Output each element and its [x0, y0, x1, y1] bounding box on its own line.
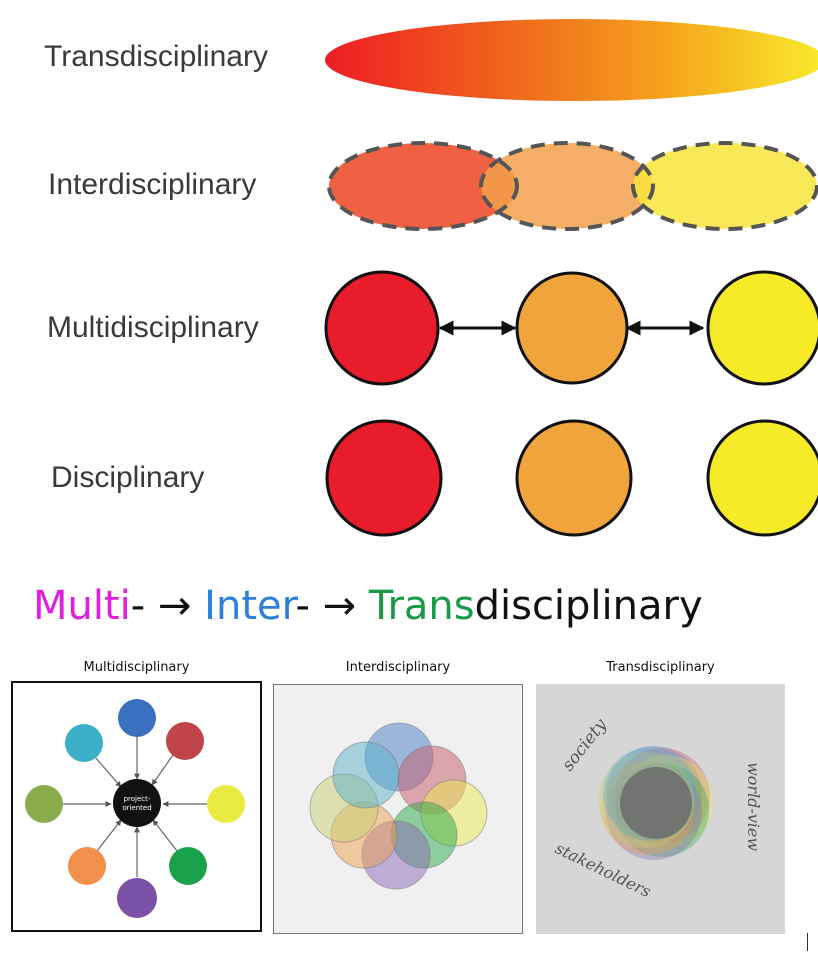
- panel-interdisciplinary: [273, 684, 523, 934]
- inter-ellipse-orange: [481, 143, 653, 229]
- disc-circle-yellow: [706, 419, 818, 537]
- multi-circle-red: [324, 270, 440, 386]
- headline-inter: Inter: [204, 583, 296, 629]
- label-transdisciplinary: Transdisciplinary: [44, 40, 268, 73]
- label-disciplinary: Disciplinary: [51, 461, 205, 494]
- multi-circles: [324, 270, 818, 386]
- hub-node-top: [118, 699, 156, 737]
- disc-circle-red: [325, 419, 443, 537]
- label-interdisciplinary: Interdisciplinary: [48, 168, 257, 201]
- inter-ellipse-yellow: [633, 143, 817, 229]
- disc-circle-orange: [515, 419, 633, 537]
- hub-center-text-1: project-: [124, 795, 151, 803]
- word-society: society: [558, 715, 611, 775]
- disciplinarity-levels-diagram: [324, 19, 818, 537]
- inter-ellipse-red: [329, 143, 517, 229]
- headline-trans: Trans: [368, 583, 475, 629]
- hub-diagram: project- oriented: [25, 699, 245, 918]
- panel-title-multi: Multidisciplinary: [83, 660, 190, 675]
- hub-node-bottom-left: [68, 847, 106, 885]
- hub-node-bottom: [117, 878, 157, 918]
- panel-transdisciplinary: society world-view stakeholders: [536, 684, 785, 934]
- disc-circles: [325, 419, 818, 537]
- hub-node-top-right: [166, 722, 204, 760]
- panel-multidisciplinary: project- oriented: [11, 681, 262, 932]
- hub-node-right: [207, 785, 245, 823]
- inter-ellipses: [327, 141, 818, 231]
- fused-diagram: society world-view stakeholders: [552, 715, 763, 901]
- word-world-view: world-view: [744, 762, 763, 851]
- headline-multi: Multi: [33, 583, 131, 629]
- progression-headline: Multi- → Inter- → Transdisciplinary: [33, 583, 703, 629]
- hub-center-text-2: oriented: [122, 804, 151, 812]
- label-multidisciplinary: Multidisciplinary: [47, 311, 259, 344]
- overlap-diagram: [309, 722, 488, 890]
- headline-arrow-2: - →: [295, 583, 369, 629]
- panel-title-trans: Transdisciplinary: [606, 660, 715, 675]
- multi-circle-orange: [515, 271, 629, 385]
- hub-center: [113, 779, 161, 827]
- fused-core: [620, 767, 692, 839]
- hub-node-top-left: [65, 724, 103, 762]
- text-cursor: [807, 933, 808, 951]
- hub-node-bottom-right: [169, 847, 207, 885]
- headline-arrow-1: - →: [130, 583, 205, 629]
- hub-node-left: [25, 785, 63, 823]
- headline-rest: disciplinary: [474, 583, 703, 629]
- trans-gradient-ellipse: [325, 19, 818, 101]
- inter-circle-teal: [332, 741, 400, 809]
- panel-title-inter: Interdisciplinary: [345, 660, 451, 675]
- multi-circle-yellow: [706, 270, 818, 386]
